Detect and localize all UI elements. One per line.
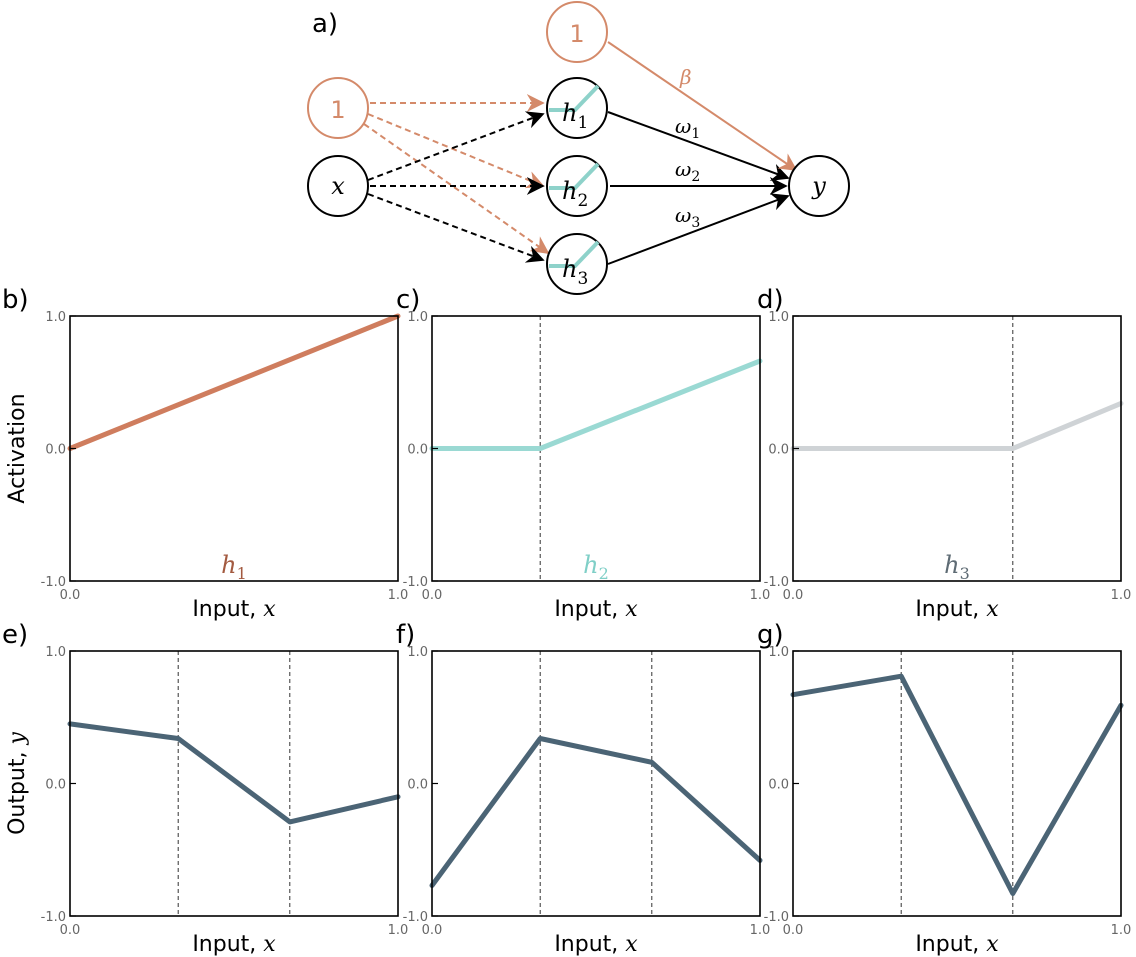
edge-bias-h3 (363, 123, 550, 255)
network-diagram: a) 1 1 x (307, 1, 850, 295)
y-tick-label: -1.0 (41, 910, 66, 925)
plot-frame (69, 650, 399, 917)
output-node: y (788, 155, 850, 217)
y-tick-label: -1.0 (403, 575, 428, 590)
y-axis-label: Output, y (5, 732, 30, 835)
series-label: h3 (944, 551, 970, 583)
x-tick-label: 0.0 (60, 923, 81, 938)
x-tick-label: 0.0 (422, 923, 443, 938)
y-tick-label: 0.0 (45, 778, 66, 793)
panel-label-a: a) (312, 9, 338, 39)
bias-node-top-label: 1 (569, 20, 584, 48)
y-tick-label: 0.0 (407, 778, 428, 793)
hidden-node-1: h1 (546, 77, 608, 139)
edge-bias-y (607, 41, 798, 172)
bias-weight-label: β (679, 65, 692, 89)
input-node: x (307, 155, 369, 217)
x-axis-label: Input, x (915, 597, 999, 622)
bias-node-left-label: 1 (330, 96, 345, 124)
panel-label: e) (2, 620, 28, 650)
relu-glyph-icon (549, 84, 600, 112)
edge-x-h3 (367, 193, 545, 263)
panel-label: d) (757, 285, 784, 315)
y-tick-label: -1.0 (764, 910, 789, 925)
y-tick-label: 0.0 (768, 443, 789, 458)
series-line (790, 400, 1124, 451)
y-tick-label: -1.0 (403, 910, 428, 925)
edge-bias-h2 (367, 113, 545, 189)
x-axis-label: Input, x (192, 932, 276, 957)
hidden-node-3-label: h3 (562, 255, 588, 289)
series-line (67, 313, 401, 451)
x-tick-label: 1.0 (750, 923, 771, 938)
y-tick-label: -1.0 (41, 575, 66, 590)
x-tick-label: 1.0 (750, 588, 771, 603)
panel-label: f) (396, 620, 415, 650)
y-axis-label: Activation (5, 393, 30, 503)
x-tick-label: 0.0 (783, 588, 804, 603)
hidden-to-output-edges (607, 111, 790, 265)
series-line (429, 736, 763, 888)
weight-label-2: ω2 (675, 157, 700, 185)
edge-h1-y (607, 111, 790, 181)
edge-h3-y (607, 193, 790, 265)
x-tick-label: 0.0 (60, 588, 81, 603)
series-label: h1 (221, 551, 247, 583)
x-tick-label: 1.0 (388, 923, 409, 938)
plot-frame (69, 315, 399, 582)
y-tick-label: 1.0 (407, 310, 428, 325)
y-tick-label: 1.0 (45, 645, 66, 660)
x-axis-label: Input, x (915, 932, 999, 957)
bias-to-hidden-edges (363, 94, 550, 255)
y-tick-label: 0.0 (45, 443, 66, 458)
panel-label: b) (2, 285, 29, 315)
series-label: h2 (583, 551, 609, 583)
y-tick-label: 1.0 (768, 310, 789, 325)
input-node-label: x (331, 172, 345, 200)
weight-label-3: ω3 (675, 203, 700, 231)
series-line (67, 721, 401, 825)
y-tick-label: -1.0 (764, 575, 789, 590)
series-line (790, 673, 1124, 896)
y-tick-label: 0.0 (768, 778, 789, 793)
panel-label: c) (396, 285, 420, 315)
x-tick-label: 0.0 (422, 588, 443, 603)
panel-label: g) (757, 620, 784, 650)
bias-node-top: 1 (546, 1, 608, 63)
relu-glyph-icon (549, 240, 600, 268)
edge-x-h1 (367, 111, 545, 181)
x-tick-label: 0.0 (783, 923, 804, 938)
y-tick-label: 1.0 (45, 310, 66, 325)
hidden-node-2: h2 (546, 155, 608, 217)
x-axis-label: Input, x (192, 597, 276, 622)
x-tick-label: 1.0 (1111, 923, 1132, 938)
weight-label-1: ω1 (675, 114, 700, 142)
x-tick-label: 1.0 (1111, 588, 1132, 603)
y-tick-label: 1.0 (768, 645, 789, 660)
y-tick-label: 0.0 (407, 443, 428, 458)
plot-frame (431, 650, 761, 917)
y-tick-label: 1.0 (407, 645, 428, 660)
hidden-node-3: h3 (546, 233, 608, 295)
bias-node-left: 1 (307, 77, 369, 139)
x-axis-label: Input, x (554, 932, 638, 957)
x-tick-label: 1.0 (388, 588, 409, 603)
relu-glyph-icon (549, 162, 600, 190)
hidden-node-2-label: h2 (562, 177, 588, 211)
series-line (429, 358, 763, 451)
x-axis-label: Input, x (554, 597, 638, 622)
output-node-label: y (811, 172, 826, 200)
input-to-hidden-edges (367, 111, 545, 263)
hidden-node-1-label: h1 (562, 99, 588, 133)
